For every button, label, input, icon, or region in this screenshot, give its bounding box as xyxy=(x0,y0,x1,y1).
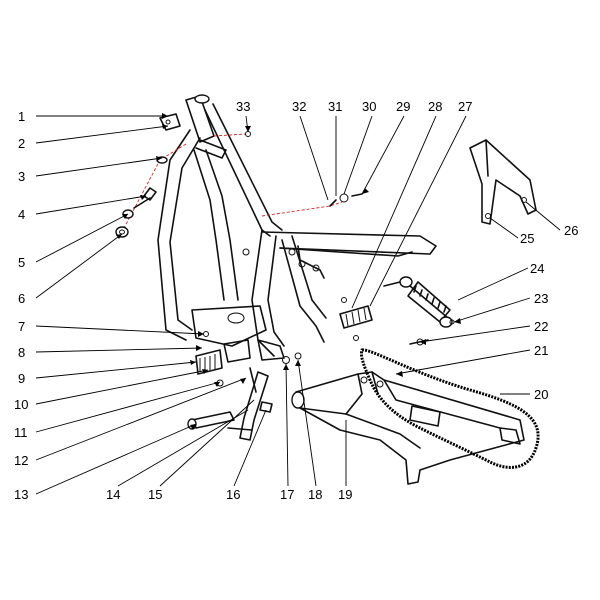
callout-21: 21 xyxy=(534,343,548,358)
assembly-guide-lines xyxy=(123,133,343,229)
callout-23: 23 xyxy=(534,291,548,306)
callout-17: 17 xyxy=(280,487,294,502)
callout-7: 7 xyxy=(18,319,25,334)
callout-15: 15 xyxy=(148,487,162,502)
right-footpeg xyxy=(339,297,373,341)
callout-32: 32 xyxy=(292,99,306,114)
callout-19: 19 xyxy=(338,487,352,502)
callout-25: 25 xyxy=(520,231,534,246)
callout-1: 1 xyxy=(18,109,25,124)
callout-28: 28 xyxy=(428,99,442,114)
callout-30: 30 xyxy=(362,99,376,114)
callout-12: 12 xyxy=(14,453,28,468)
motorcycle-frame xyxy=(157,94,437,363)
callout-6: 6 xyxy=(18,291,25,306)
callout-5: 5 xyxy=(18,255,25,270)
callout-3: 3 xyxy=(18,169,25,184)
callout-8: 8 xyxy=(18,345,25,360)
arrowheads xyxy=(116,113,461,430)
callout-31: 31 xyxy=(328,99,342,114)
callout-26: 26 xyxy=(564,223,578,238)
leader-lines xyxy=(35,115,561,495)
head-parts xyxy=(115,113,181,238)
callout-27: 27 xyxy=(458,99,472,114)
pivot-washers xyxy=(282,352,302,364)
callout-18: 18 xyxy=(308,487,322,502)
callout-4: 4 xyxy=(18,207,25,222)
rear-shock xyxy=(383,276,455,346)
callout-9: 9 xyxy=(18,371,25,386)
callout-33: 33 xyxy=(236,99,250,114)
kickstand xyxy=(187,367,273,441)
callout-labels: 1 2 3 4 5 6 7 8 9 10 11 12 13 14 15 16 1… xyxy=(14,99,578,502)
callout-22: 22 xyxy=(534,319,548,334)
callout-20: 20 xyxy=(534,387,548,402)
callout-16: 16 xyxy=(226,487,240,502)
rear-fender xyxy=(469,139,537,225)
top-bolts xyxy=(245,131,363,207)
callout-11: 11 xyxy=(14,425,28,440)
callout-2: 2 xyxy=(18,136,25,151)
callout-29: 29 xyxy=(396,99,410,114)
callout-24: 24 xyxy=(530,261,544,276)
swingarm xyxy=(291,371,525,485)
drive-chain xyxy=(360,348,540,469)
callout-13: 13 xyxy=(14,487,28,502)
callout-14: 14 xyxy=(106,487,120,502)
callout-10: 10 xyxy=(14,397,28,412)
